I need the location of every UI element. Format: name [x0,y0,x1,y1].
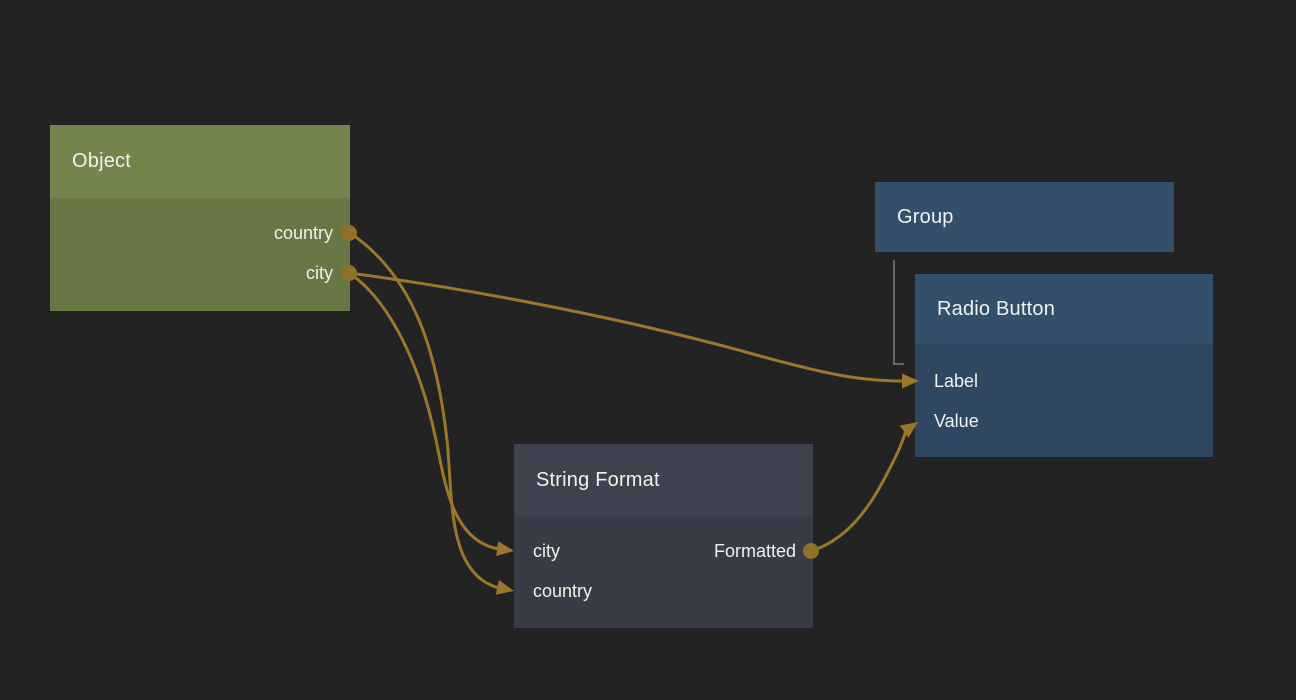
port-label-city-output: city [306,262,333,283]
arrowhead-stringformat-country-icon [495,580,514,595]
port-label-formatted-output: Formatted [713,540,796,561]
node-string-format[interactable]: String Format city Formatted country [514,444,813,628]
port-row-value-input: Value [915,401,1213,441]
wire-object-country-to-stringformat-country[interactable] [349,231,500,590]
port-row-label-input: Label [915,361,1213,401]
port-label-city-input: city [533,540,560,561]
arrowhead-stringformat-city-icon [496,541,514,557]
port-label-label-input: Label [934,370,979,391]
node-group[interactable]: Group [875,182,1174,252]
parent-link-group-radio-button [893,260,904,365]
node-group-title: Group [897,205,954,228]
node-string-format-title: String Format [536,468,660,491]
node-radio-button-header[interactable]: Radio Button [915,274,1213,344]
port-label-value-input: Value [934,410,979,431]
port-label-country-input: country [533,580,593,601]
wire-object-city-to-radio-label[interactable] [348,271,903,383]
node-radio-button-body: Label Value [915,344,1213,457]
port-row-country-input: country [514,571,813,611]
node-object[interactable]: Object country city [50,125,350,311]
node-object-title: Object [72,150,132,172]
wire-object-city-to-stringformat-city[interactable] [348,271,500,551]
node-string-format-body: city Formatted country [514,516,813,628]
node-object-body: country city [50,198,350,311]
node-string-format-header[interactable]: String Format [514,444,813,516]
port-row-city-input: city Formatted [514,531,813,571]
node-object-header[interactable]: Object [50,125,350,198]
node-radio-button[interactable]: Radio Button Label Value [915,274,1213,457]
port-row-country-output: country [50,213,350,253]
node-group-header[interactable]: Group [875,182,1174,252]
port-label-country-output: country [273,222,333,243]
wire-stringformat-formatted-to-radio-value[interactable] [810,430,908,553]
port-row-city-output: city [50,253,350,293]
node-radio-button-title: Radio Button [937,297,1056,320]
